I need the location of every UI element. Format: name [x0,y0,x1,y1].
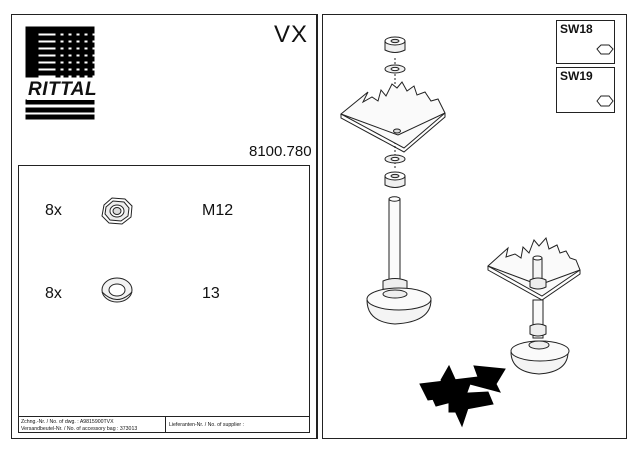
order-number: 8100.780 [249,143,312,160]
wrench-size-box: SW18 [556,20,615,64]
footer-row [18,416,310,433]
supplier-number: Lieferanten-Nr. / No. of supplier : [169,422,244,428]
drawing-number: Zchng.-Nr. / No. of dwg. : A9815900TVX [21,419,114,425]
left-panel [11,14,317,439]
wrench-size-label: SW18 [560,22,593,36]
brand-wordmark: RITTAL [27,79,99,100]
part-quantity: 8x [45,285,62,302]
model-title: VX [274,21,309,48]
parts-list [18,165,310,433]
right-panel [322,14,627,439]
part-size: M12 [202,202,234,219]
panel-divider [317,14,322,439]
wrench-size-label: SW19 [560,69,593,83]
part-quantity: 8x [45,202,62,219]
part-size: 13 [202,285,220,302]
footer-separator [165,416,166,433]
wrench-size-box: SW19 [556,67,615,113]
accessory-bag-number: Versandbeutel-Nr. / No. of accessory bag… [21,426,138,432]
